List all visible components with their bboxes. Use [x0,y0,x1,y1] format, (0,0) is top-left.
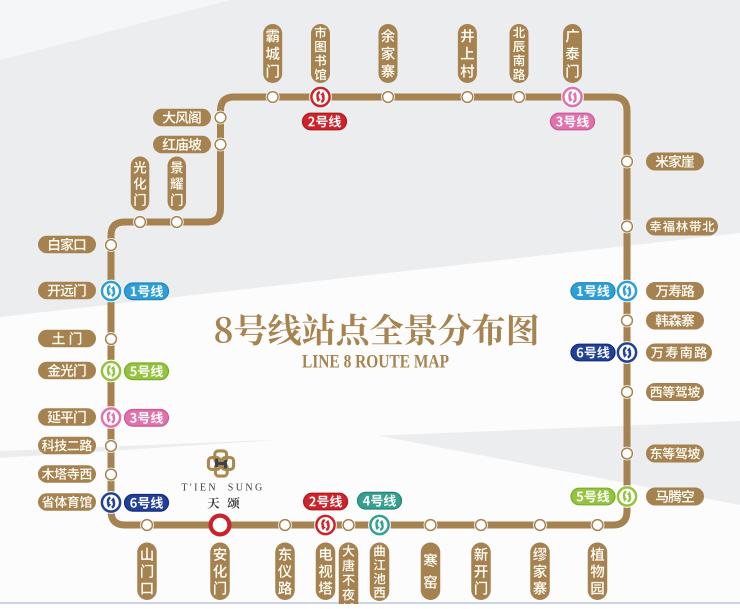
svg-text:LINE 8 ROUTE MAP: LINE 8 ROUTE MAP [302,352,449,373]
svg-text:T'IEN SUNG: T'IEN SUNG [181,483,264,494]
